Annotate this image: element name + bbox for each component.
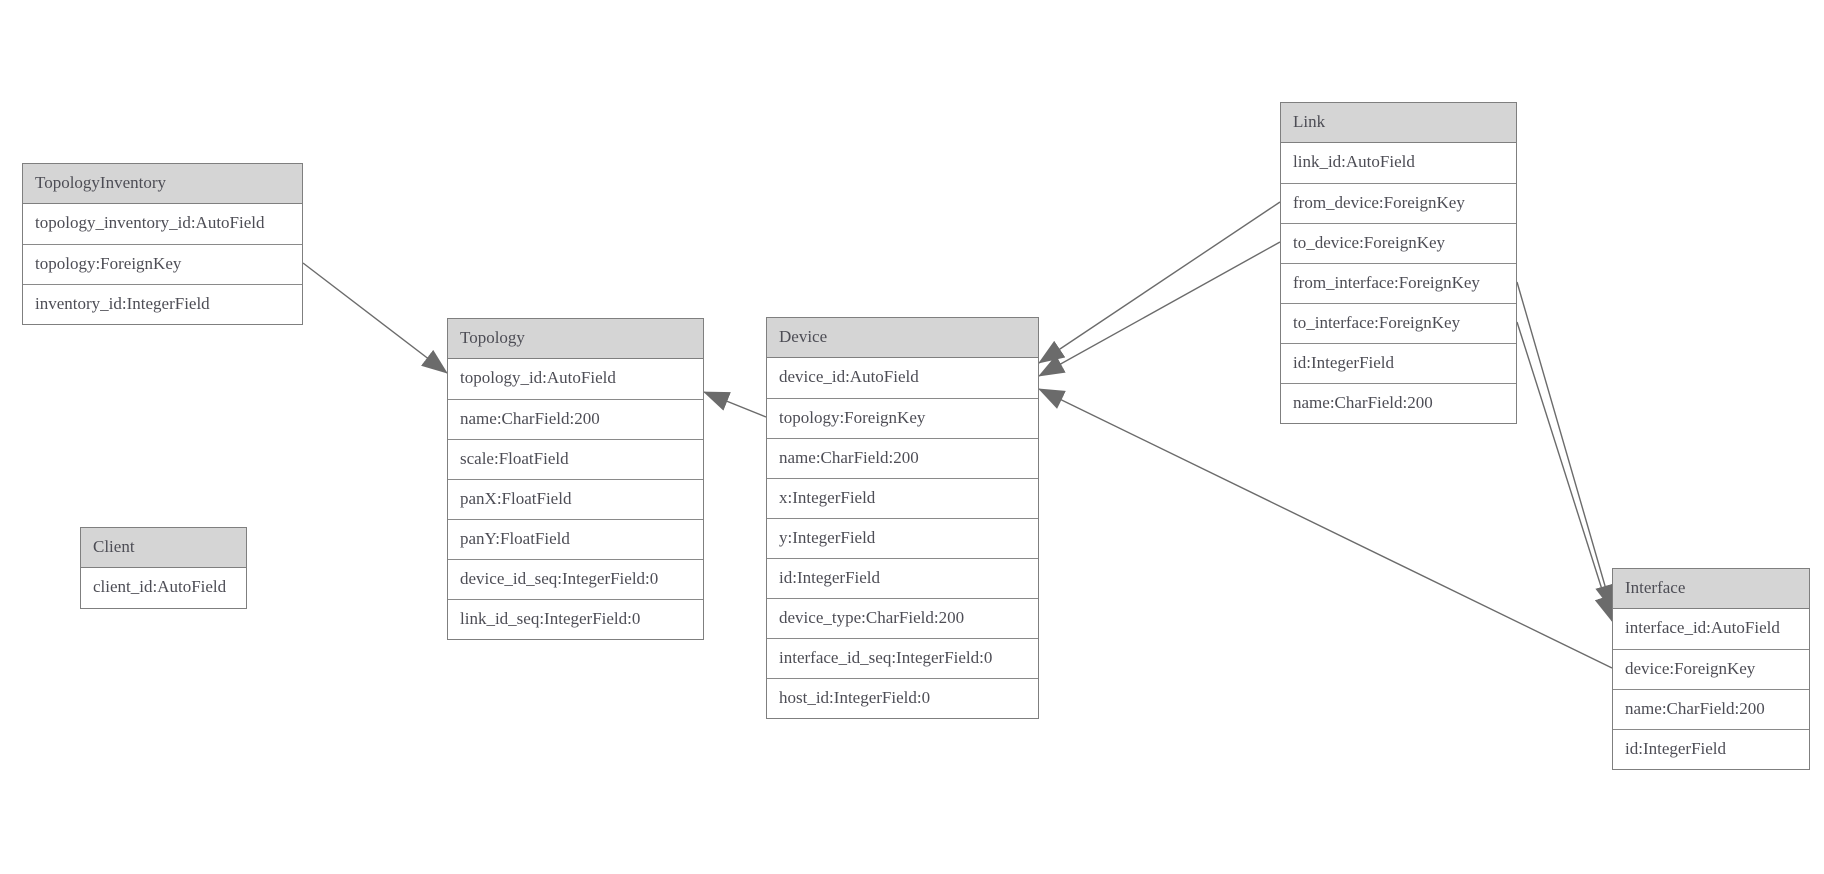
field-row: device_id_seq:IntegerField:0: [448, 559, 703, 599]
field-row: device_id:AutoField: [767, 358, 1038, 398]
entity-title: Device: [767, 318, 1038, 358]
relation-link-from_interface: [1516, 281, 1615, 611]
field-row: interface_id_seq:IntegerField:0: [767, 638, 1038, 678]
field-row: topology:ForeignKey: [23, 244, 302, 284]
field-row: x:IntegerField: [767, 478, 1038, 518]
field-row: link_id_seq:IntegerField:0: [448, 599, 703, 639]
field-row: device:ForeignKey: [1613, 649, 1809, 689]
field-row: inventory_id:IntegerField: [23, 284, 302, 324]
entity-title: Topology: [448, 319, 703, 359]
field-row: from_interface:ForeignKey: [1281, 263, 1516, 303]
entity-title: Interface: [1613, 569, 1809, 609]
field-row: name:CharField:200: [448, 399, 703, 439]
relation-link-to_device: [1038, 241, 1281, 377]
field-row: id:IntegerField: [1281, 343, 1516, 383]
field-row: id:IntegerField: [767, 558, 1038, 598]
entity-title: Link: [1281, 103, 1516, 143]
entity-title: Client: [81, 528, 246, 568]
field-row: device_type:CharField:200: [767, 598, 1038, 638]
field-row: client_id:AutoField: [81, 568, 246, 608]
field-row: name:CharField:200: [1613, 689, 1809, 729]
field-row: interface_id:AutoField: [1613, 609, 1809, 649]
field-row: topology_id:AutoField: [448, 359, 703, 399]
field-row: link_id:AutoField: [1281, 143, 1516, 183]
relation-device-topology: [703, 391, 767, 418]
relation-interface-device: [1038, 388, 1613, 669]
field-row: topology:ForeignKey: [767, 398, 1038, 438]
field-row: y:IntegerField: [767, 518, 1038, 558]
field-row: panX:FloatField: [448, 479, 703, 519]
field-row: from_device:ForeignKey: [1281, 183, 1516, 223]
field-row: id:IntegerField: [1613, 729, 1809, 769]
entity-title: TopologyInventory: [23, 164, 302, 204]
relation-topologyinventory-topology: [302, 262, 448, 374]
field-row: name:CharField:200: [767, 438, 1038, 478]
field-row: scale:FloatField: [448, 439, 703, 479]
relation-link-to_interface: [1516, 321, 1614, 622]
field-row: topology_inventory_id:AutoField: [23, 204, 302, 244]
field-row: host_id:IntegerField:0: [767, 678, 1038, 718]
relation-link-from_device: [1038, 201, 1281, 364]
field-row: name:CharField:200: [1281, 383, 1516, 423]
field-row: to_interface:ForeignKey: [1281, 303, 1516, 343]
field-row: to_device:ForeignKey: [1281, 223, 1516, 263]
field-row: panY:FloatField: [448, 519, 703, 559]
